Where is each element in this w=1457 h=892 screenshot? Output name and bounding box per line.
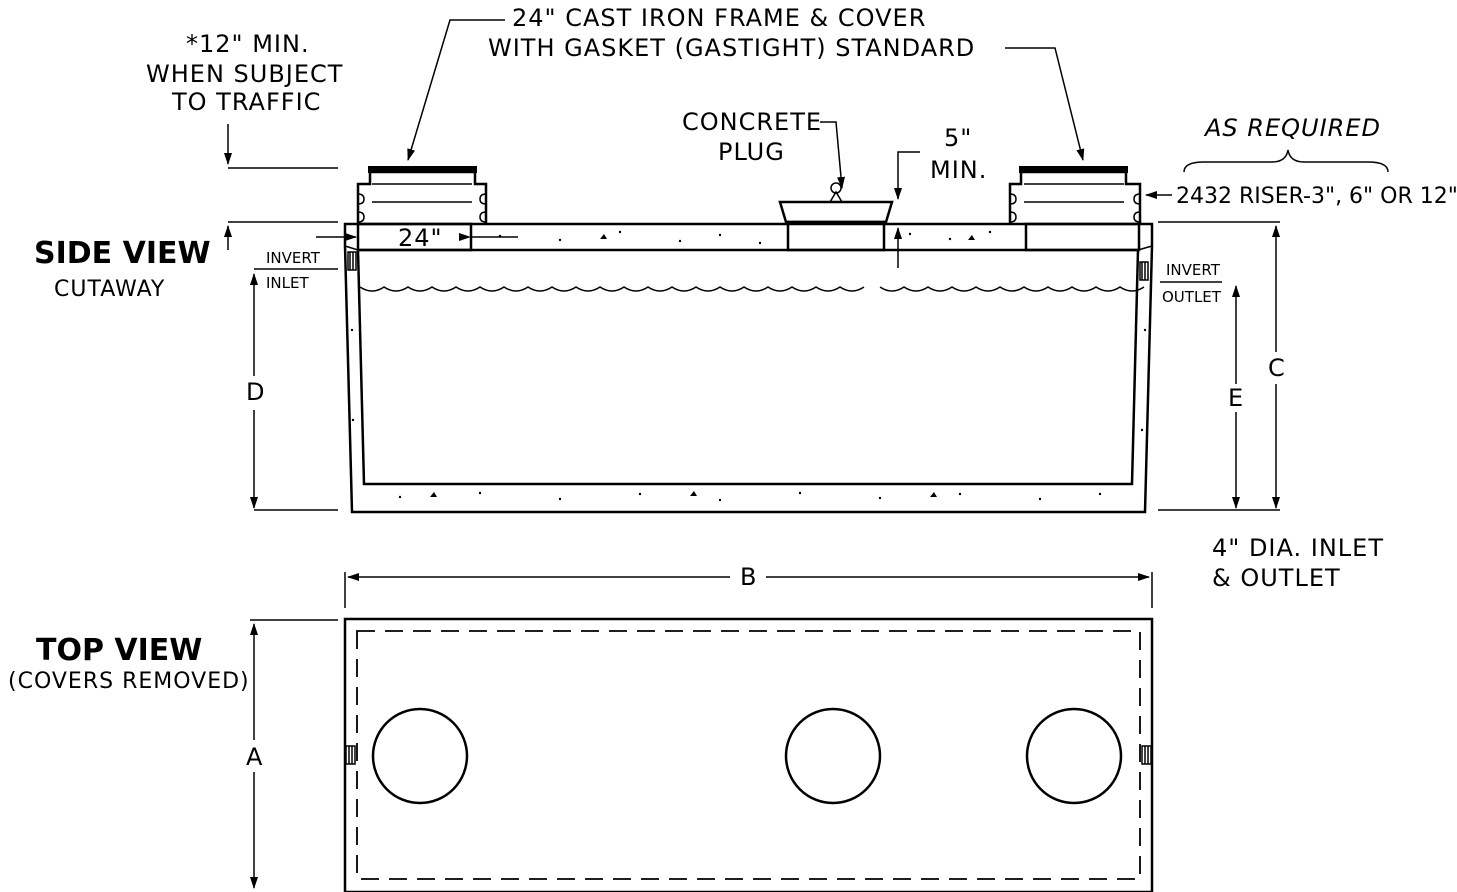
riser-opening-left [371, 707, 469, 805]
dimension-b: B [740, 563, 756, 591]
inlet-pipe [347, 251, 357, 271]
top-view-subtitle: (COVERS REMOVED) [8, 669, 250, 694]
invert-outlet-label-2: OUTLET [1162, 288, 1222, 306]
concrete-texture [350, 230, 1147, 502]
tank-outer-wall [343, 222, 1154, 514]
outlet-pipe [1139, 261, 1149, 281]
riser-note: 2432 RISER-3", 6" OR 12" [1176, 184, 1457, 209]
plug-note-line2: PLUG [718, 138, 785, 166]
cast-iron-cover-right [1019, 166, 1128, 173]
invert-inlet-label-2: INLET [266, 274, 309, 292]
side-view-title: SIDE VIEW [34, 236, 211, 271]
lid-edge-left [344, 245, 359, 251]
side-view-subtitle: CUTAWAY [54, 277, 165, 302]
dimension-c: C [1268, 354, 1285, 382]
min5-note-line2: MIN. [930, 156, 987, 184]
invert-outlet-label-1: INVERT [1166, 261, 1221, 279]
cast-iron-cover-left [368, 166, 477, 173]
dimension-e: E [1228, 384, 1243, 412]
opening-dimension: 24" [398, 224, 443, 252]
top-view [343, 617, 1154, 892]
riser-opening-right [1025, 707, 1123, 805]
min5-note-line1: 5" [944, 124, 972, 152]
traffic-note-line1: *12" MIN. [186, 30, 310, 58]
invert-inlet-label-1: INVERT [266, 249, 321, 267]
dimension-a: A [246, 743, 263, 771]
pipe-note-line2: & OUTLET [1212, 564, 1341, 592]
frame-note-line1: 24" CAST IRON FRAME & COVER [512, 4, 926, 32]
leader-lines [224, 19, 1389, 283]
tank-outline-top [343, 617, 1154, 892]
dimension-lines [224, 221, 1280, 889]
plug-note-line1: CONCRETE [682, 108, 822, 136]
concrete-plug [778, 182, 894, 252]
dimension-d: D [246, 378, 264, 406]
side-view [343, 166, 1154, 514]
frame-note-line2: WITH GASKET (GASTIGHT) STANDARD [488, 34, 975, 62]
inlet-stub-top [345, 745, 356, 765]
riser-right [1008, 166, 1142, 252]
water-line [359, 286, 1145, 292]
traffic-note-line3: TO TRAFFIC [171, 88, 321, 116]
traffic-note-line2: WHEN SUBJECT [146, 60, 343, 88]
lid-edge-right [1137, 245, 1153, 251]
tank-inner-wall [356, 248, 1140, 486]
as-required-note: AS REQUIRED [1203, 114, 1381, 142]
plug-opening-center [784, 707, 882, 805]
inner-wall-hidden-line [356, 630, 1141, 880]
top-view-title: TOP VIEW [36, 633, 202, 668]
outlet-stub-top [1141, 745, 1152, 765]
pipe-note-line1: 4" DIA. INLET [1212, 534, 1384, 562]
